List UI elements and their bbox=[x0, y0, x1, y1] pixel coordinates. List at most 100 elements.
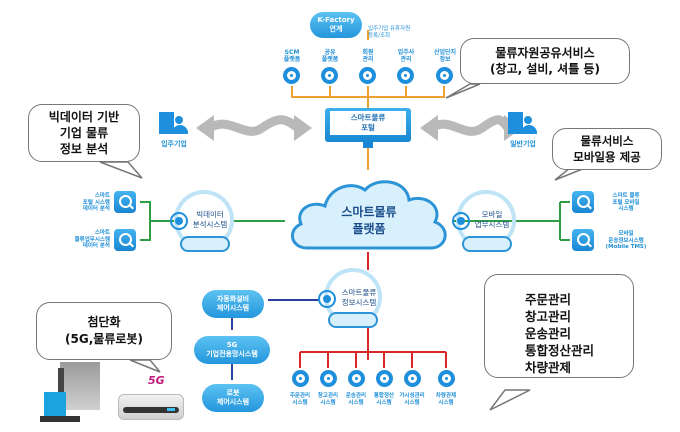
module-scm-icon[interactable] bbox=[283, 67, 300, 84]
callout-line: 물류서비스 bbox=[580, 134, 634, 148]
bigdata-system-label: 빅데이터 분석시스템 bbox=[184, 210, 236, 230]
callout-bigdata: 빅데이터 기반 기업 물류 정보 분석 bbox=[28, 104, 140, 162]
portal-line2: 포털 bbox=[361, 123, 375, 132]
robot-control-cloud[interactable]: 로봇 제어시스템 bbox=[202, 384, 264, 412]
transport-system-icon[interactable] bbox=[348, 370, 365, 387]
arrow-head-right-1 bbox=[294, 115, 312, 141]
module-line1: 회원 bbox=[362, 49, 374, 56]
callout-line: 기업 물류 bbox=[59, 126, 109, 140]
control-line1: 자동화설비 bbox=[216, 295, 250, 303]
sys-line2: 시스템 bbox=[292, 400, 308, 406]
platform-cloud[interactable]: 스마트물류 플랫폼 bbox=[285, 172, 453, 252]
sys-line2: 시스템 bbox=[438, 400, 454, 406]
monitor-stand bbox=[363, 142, 373, 148]
input-line3: 데이터 분석 bbox=[82, 243, 110, 249]
warehouse-system-icon[interactable] bbox=[320, 370, 337, 387]
visibility-system-icon[interactable] bbox=[404, 370, 421, 387]
control-line2: 제어시스템 bbox=[216, 398, 250, 406]
module-line2: 플랫폼 bbox=[283, 56, 301, 63]
module-member-icon[interactable] bbox=[359, 67, 376, 84]
kfactory-cloud[interactable]: K-Factory 연계 bbox=[310, 12, 362, 38]
callout-line: 빅데이터 기반 bbox=[48, 110, 120, 124]
input-line3: 데이터 분석 bbox=[82, 206, 110, 212]
info-system-label: 스마트물류 정보시스템 bbox=[332, 288, 386, 308]
general-company[interactable]: 일반기업 bbox=[503, 112, 543, 156]
orange-connectors bbox=[291, 30, 445, 170]
data-analysis-icon[interactable] bbox=[572, 229, 594, 251]
gear-play-icon bbox=[452, 212, 470, 230]
module-line2: 관리 bbox=[400, 56, 412, 63]
arrow-head-left-1 bbox=[196, 115, 214, 141]
module-line1: SCM bbox=[284, 49, 300, 56]
5g-network-cloud[interactable]: 5G 기업전용망시스템 bbox=[194, 336, 270, 364]
sys-line1: 주문관리 bbox=[289, 393, 311, 399]
mobile-output-tms: 모바일 운송정보시스템 (Mobile TMS) bbox=[594, 231, 658, 251]
vehicle-control-system-icon[interactable] bbox=[438, 370, 455, 387]
settlement-system-icon[interactable] bbox=[376, 370, 393, 387]
data-analysis-icon[interactable] bbox=[114, 191, 136, 213]
building-person-icon bbox=[157, 112, 191, 134]
input-line1: 스마트 bbox=[94, 193, 110, 199]
module-line2: 관리 bbox=[362, 56, 374, 63]
forklift-image bbox=[40, 362, 100, 424]
output-line1: 스마트 물류 bbox=[612, 193, 640, 199]
module-tenant-icon[interactable] bbox=[397, 67, 414, 84]
portal-monitor[interactable]: 스마트물류 포털 bbox=[325, 108, 411, 148]
kfactory-line1: K-Factory bbox=[317, 16, 355, 24]
callout-resource-sharing: 물류자원공유서비스 (창고, 설비, 셔틀 등) bbox=[460, 38, 630, 84]
tenant-company[interactable]: 입주기업 bbox=[154, 112, 194, 156]
mobile-system[interactable]: 모바일 업무시스템 bbox=[452, 188, 518, 254]
small-cloud-icon bbox=[328, 312, 378, 328]
module-complex-icon[interactable] bbox=[436, 67, 453, 84]
mobile-line2: 업무시스템 bbox=[474, 220, 510, 229]
input-line1: 스마트 bbox=[94, 230, 110, 236]
info-line1: 스마트물류 bbox=[341, 288, 377, 297]
mobile-system-label: 모바일 업무시스템 bbox=[466, 210, 518, 230]
platform-label: 스마트물류 플랫폼 bbox=[285, 204, 453, 238]
data-analysis-icon[interactable] bbox=[572, 191, 594, 213]
bigdata-input-logistics: 스마트 물류업무시스템 데이터 분석 bbox=[44, 230, 110, 250]
output-line3: 시스템 bbox=[618, 206, 634, 212]
module-line1: 입주사 bbox=[397, 49, 415, 56]
sys-line1: 가시성관리 bbox=[399, 393, 425, 399]
sys-line1: 통합정산 bbox=[373, 393, 395, 399]
control-line1: 5G bbox=[226, 341, 238, 349]
sys-line2: 시스템 bbox=[348, 400, 364, 406]
callout-line: 첨단화 bbox=[87, 315, 121, 329]
callout-line: 운송관리 bbox=[525, 326, 572, 341]
order-system-icon[interactable] bbox=[292, 370, 309, 387]
control-line2: 기업전용망시스템 bbox=[206, 350, 258, 358]
sys-line2: 시스템 bbox=[320, 400, 336, 406]
sys-line1: 차량관제 bbox=[435, 393, 457, 399]
portal-label: 스마트물류 포털 bbox=[330, 111, 406, 135]
module-line1: 산업단지 bbox=[433, 49, 457, 56]
info-system[interactable]: 스마트물류 정보시스템 bbox=[316, 268, 386, 330]
5g-badge: 5G bbox=[148, 374, 165, 387]
callout-line: 통합정산관리 bbox=[525, 343, 595, 358]
bigdata-line1: 빅데이터 bbox=[196, 210, 224, 219]
sys-line2: 시스템 bbox=[376, 400, 392, 406]
platform-line1: 스마트물류 bbox=[341, 205, 397, 219]
gear-play-icon bbox=[318, 290, 336, 308]
data-analysis-icon[interactable] bbox=[114, 229, 136, 251]
bigdata-input-portal: 스마트 포털 시스템 데이터 분석 bbox=[48, 193, 110, 213]
bigdata-system[interactable]: 빅데이터 분석시스템 bbox=[170, 188, 236, 254]
automation-control-cloud[interactable]: 자동화설비 제어시스템 bbox=[202, 290, 264, 318]
input-line2: 물류업무시스템 bbox=[74, 236, 110, 243]
general-company-label: 일반기업 bbox=[510, 140, 536, 148]
gear-play-icon bbox=[170, 212, 188, 230]
cloud-shape bbox=[291, 180, 447, 250]
callout-line: 정보 분석 bbox=[59, 142, 109, 156]
module-sharing-icon[interactable] bbox=[321, 67, 338, 84]
arrow-head-left-2 bbox=[420, 115, 438, 141]
callout-line: 창고관리 bbox=[525, 309, 572, 324]
